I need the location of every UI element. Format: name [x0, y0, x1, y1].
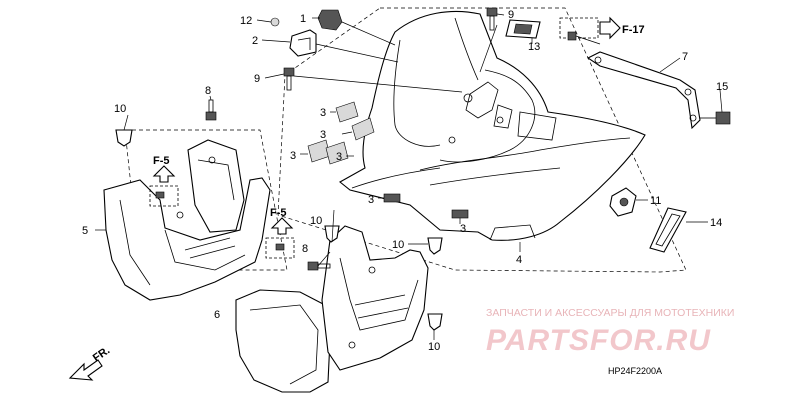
callout-5: 5	[82, 225, 88, 237]
callout-9-left: 9	[254, 73, 260, 85]
grab-bar-part-7	[586, 51, 701, 130]
callout-3-e: 3	[368, 194, 374, 206]
clip-part-10-mid-left	[324, 225, 340, 243]
front-direction-label: FR.	[91, 344, 112, 364]
leader-lines	[95, 13, 723, 340]
bolt-part-9-left	[283, 67, 295, 91]
rear-fender	[339, 10, 646, 241]
bracket-part-2	[289, 29, 317, 57]
ref-f17: F-17	[559, 16, 645, 40]
pad-part-3-d	[325, 141, 349, 165]
bolt-part-15	[700, 111, 731, 125]
screw-part-12	[270, 17, 280, 27]
clip-part-13	[505, 19, 541, 39]
left-fender-part-5	[103, 139, 271, 301]
callout-3-c: 3	[290, 150, 296, 162]
callout-1: 1	[300, 13, 306, 25]
callout-6: 6	[214, 309, 220, 321]
callout-12: 12	[240, 15, 252, 27]
callout-3-f: 3	[460, 223, 466, 235]
ref-f5-middle: F-5	[265, 207, 295, 259]
callout-9-upper: 9	[508, 9, 514, 21]
callout-13: 13	[528, 41, 540, 53]
callout-15: 15	[716, 81, 728, 93]
ref-f5-middle-label: F-5	[270, 207, 287, 219]
pad-part-3-f	[451, 209, 469, 219]
pad-part-3-e	[383, 193, 401, 203]
callout-3-a: 3	[320, 107, 326, 119]
grommet-part-1	[317, 9, 343, 31]
right-fender-part-6	[235, 225, 429, 393]
grommet-part-11	[609, 187, 637, 217]
ref-f17-label: F-17	[622, 24, 645, 36]
screw-near-f17	[567, 31, 601, 45]
pad-part-3-b	[351, 117, 375, 141]
callout-4: 4	[516, 254, 522, 266]
clip-part-10-mid-right	[427, 237, 443, 255]
clip-part-10-lower	[427, 313, 443, 331]
rear-fender-assembly-outline	[277, 7, 687, 273]
callout-8-upper: 8	[205, 85, 211, 97]
callout-14: 14	[710, 217, 722, 229]
clip-part-10-upper	[115, 129, 133, 147]
callout-3-b: 3	[320, 129, 326, 141]
callout-10-mid-left: 10	[310, 215, 322, 227]
front-direction-arrow: FR.	[68, 344, 112, 381]
strap-part-14	[649, 207, 687, 253]
callout-11: 11	[650, 195, 661, 207]
bolt-part-8-upper	[205, 99, 217, 121]
ref-f5-left-label: F-5	[153, 155, 170, 167]
callout-3-d: 3	[336, 151, 342, 163]
pad-part-3-a	[335, 101, 359, 123]
callout-2: 2	[252, 35, 258, 47]
callout-8-lower: 8	[302, 243, 308, 255]
watermark-tagline: ЗАПЧАСТИ И АКСЕССУАРЫ ДЛЯ МОТОТЕХНИКИ	[486, 307, 734, 319]
bolt-part-9-upper	[486, 7, 498, 31]
callout-labels: 12 1 2 9 9 13 7 15 10 8 3 3 3 3 3 3 11 1…	[82, 9, 728, 353]
callout-10-lower: 10	[428, 341, 440, 353]
ref-f5-left: F-5	[149, 155, 179, 207]
watermark-logo: PARTSFOR.RU	[486, 324, 711, 357]
callout-10-upper: 10	[114, 103, 126, 115]
callout-10-mid-right: 10	[392, 239, 404, 251]
diagram-code: HP24F2200A	[608, 366, 662, 376]
callout-7: 7	[682, 51, 688, 63]
